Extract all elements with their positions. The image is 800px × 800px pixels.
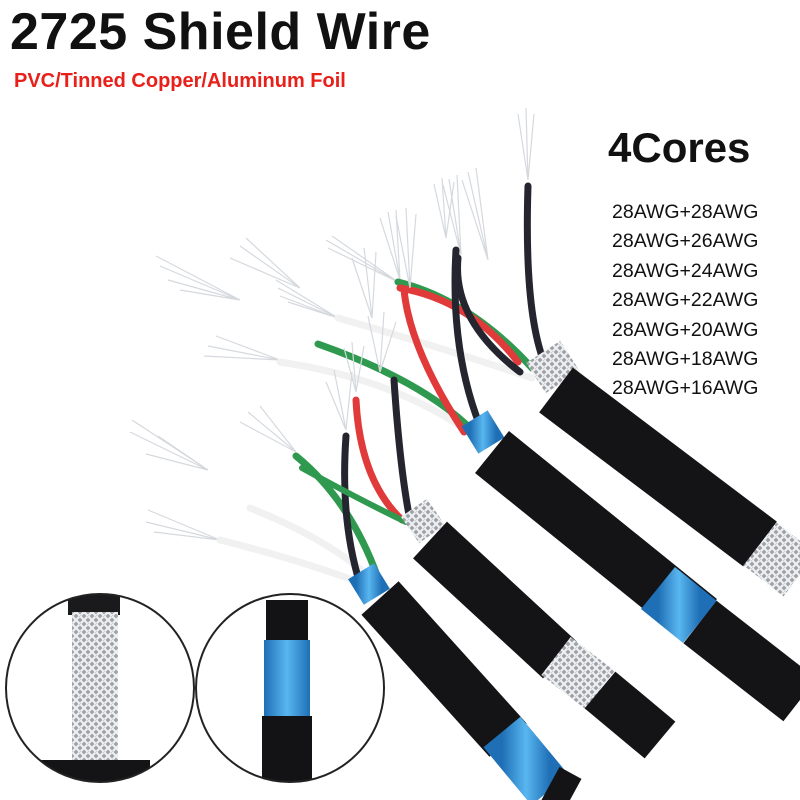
jacket: [361, 581, 527, 757]
core-black: [523, 182, 548, 366]
foil-exposed: [483, 716, 569, 800]
inset-border: [5, 593, 195, 783]
core-red: [352, 396, 406, 524]
foil-exposed: [641, 567, 717, 643]
inset-foil-closeup: [195, 593, 385, 783]
awg-spec-list: 28AWG+28AWG 28AWG+26AWG 28AWG+24AWG 28AW…: [612, 198, 758, 404]
core-white: [246, 504, 374, 582]
braid-exposed: [400, 498, 446, 544]
inset-border: [195, 593, 385, 783]
awg-spec-item: 28AWG+28AWG: [612, 201, 759, 223]
jacket: [413, 521, 577, 679]
cable-3: [129, 311, 676, 800]
core-black: [451, 246, 484, 430]
awg-spec-item: 28AWG+24AWG: [612, 259, 759, 282]
braid-exposed: [526, 340, 580, 394]
core-black: [341, 432, 364, 588]
inset-braid-closeup: [5, 593, 195, 783]
core-white: [216, 536, 368, 588]
core-white: [334, 314, 536, 382]
awg-spec-item: 28AWG+18AWG: [612, 347, 759, 370]
braid-exposed: [541, 637, 615, 709]
jacket: [539, 367, 777, 567]
core-black: [390, 376, 414, 524]
core-strands: [155, 177, 455, 361]
core-strands: [275, 107, 535, 319]
jacket: [541, 766, 582, 800]
foil-exposed: [348, 563, 390, 605]
core-strands: [129, 311, 397, 541]
awg-spec-item: 28AWG+16AWG: [612, 377, 759, 400]
core-green: [299, 465, 409, 525]
core-red: [400, 286, 468, 436]
material-subtitle: PVC/Tinned Copper/Aluminum Foil: [14, 70, 346, 92]
awg-spec-item: 28AWG+26AWG: [612, 230, 759, 253]
awg-spec-item: 28AWG+20AWG: [612, 318, 759, 341]
awg-spec-item: 28AWG+22AWG: [612, 289, 759, 312]
jacket: [683, 600, 800, 722]
jacket: [584, 671, 676, 759]
braid-exposed: [743, 522, 800, 597]
cable-1: [275, 107, 800, 597]
cable-2: [155, 177, 800, 722]
cores-label: 4Cores: [608, 124, 751, 171]
foil-exposed: [461, 410, 505, 454]
product-title: 2725 Shield Wire: [10, 3, 431, 61]
